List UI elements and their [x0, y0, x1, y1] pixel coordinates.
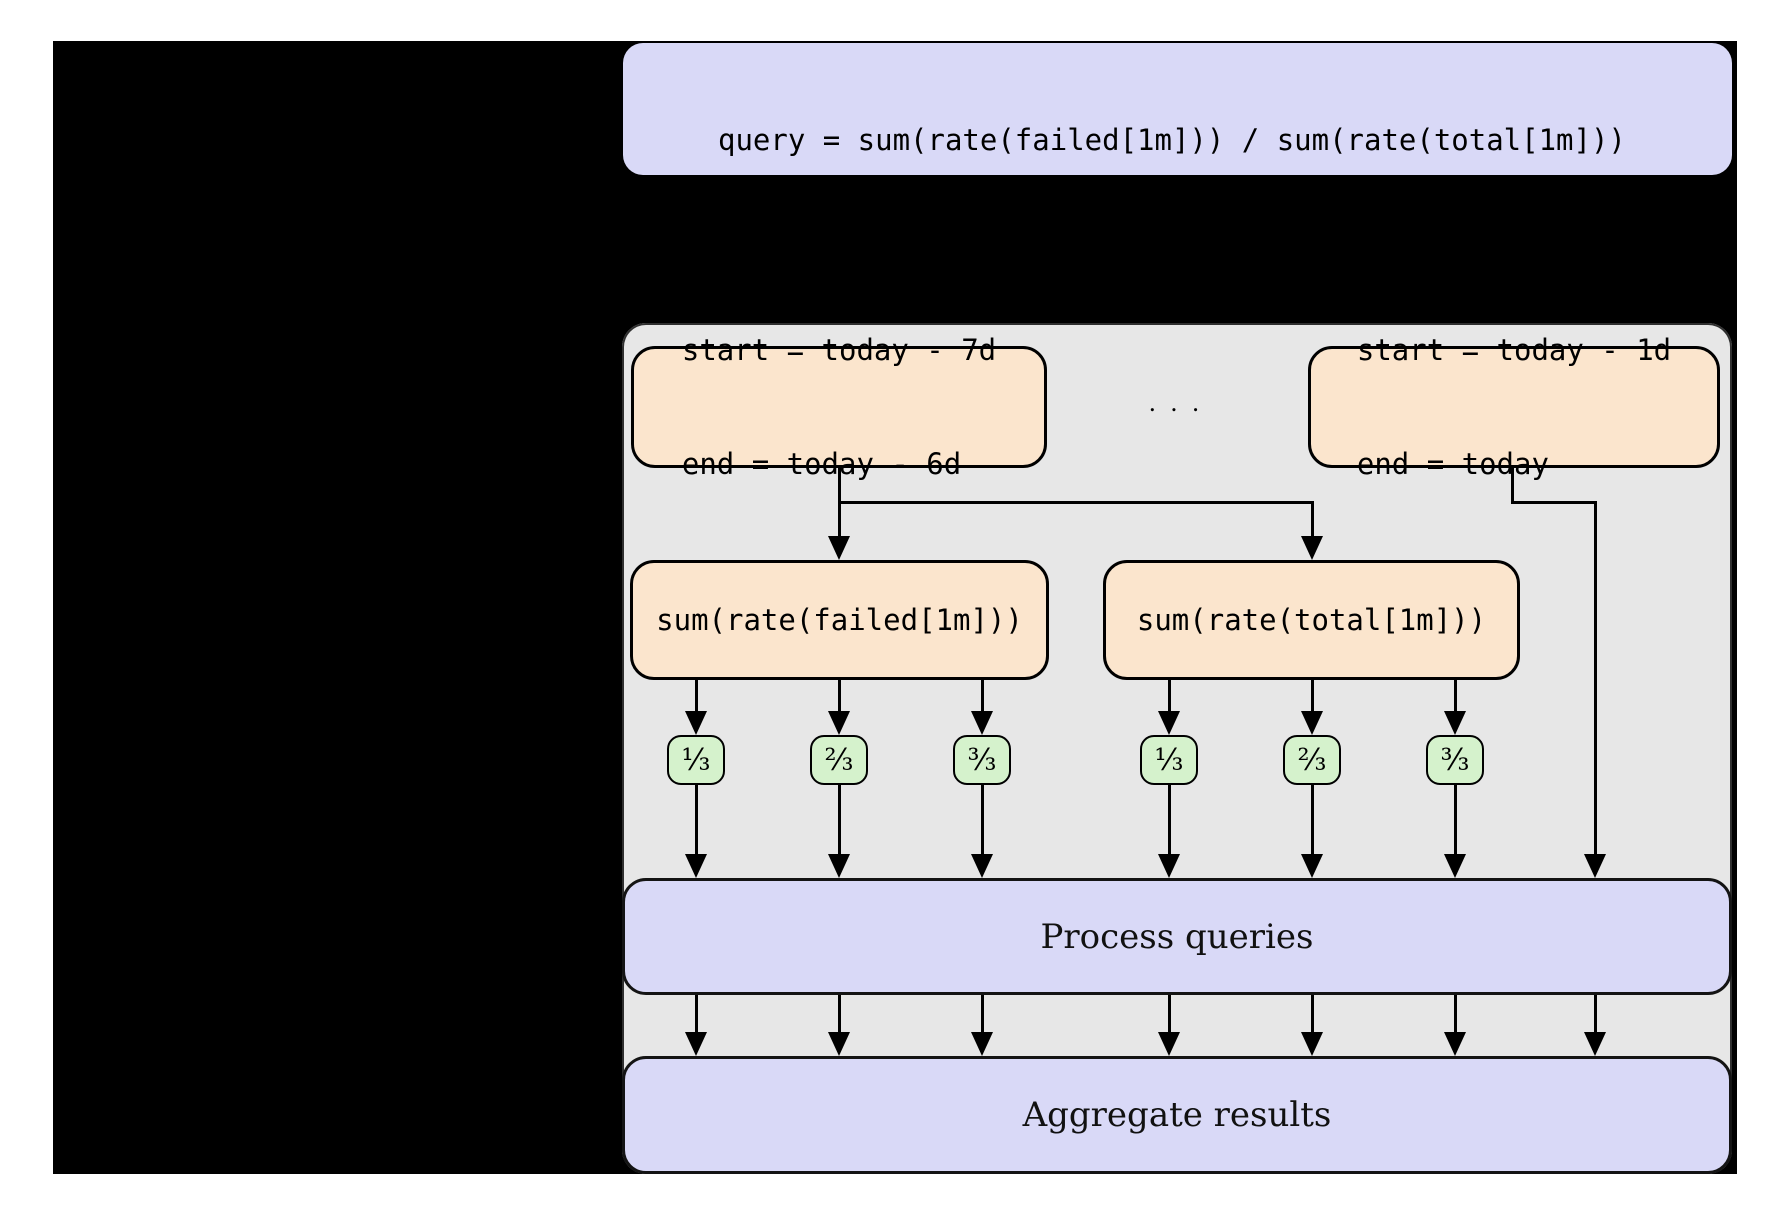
connector: [694, 680, 698, 716]
code-line-query: query = sum(rate(failed[1m])) / sum(rate…: [718, 123, 1626, 157]
shard-badge-failed-1: ¹⁄₃: [667, 735, 725, 785]
process-queries-label: Process queries: [1040, 916, 1314, 957]
arrowhead: [685, 711, 707, 735]
connector: [980, 785, 984, 857]
arrowhead: [1301, 711, 1323, 735]
connector: [1510, 500, 1597, 504]
code-line-start: start = today - 7d: [718, 228, 1033, 262]
sharded-query-failed-box: sum(rate(failed[1m])): [630, 560, 1049, 680]
shard-badge-label: ²⁄₃: [824, 742, 854, 778]
connector: [980, 680, 984, 716]
connector: [837, 995, 841, 1035]
split-shard-container: start = today - 7d end = today - 6d ... …: [622, 323, 1732, 1174]
arrowhead: [971, 711, 993, 735]
arrowhead: [1444, 1032, 1466, 1056]
arrowhead: [971, 854, 993, 878]
arrowhead: [1444, 854, 1466, 878]
connector: [1167, 995, 1171, 1035]
connector: [1510, 468, 1514, 504]
connector: [1453, 680, 1457, 716]
shard-badge-label: ¹⁄₃: [681, 742, 711, 778]
connector: [1310, 995, 1314, 1035]
interval-box-last: start = today - 1d end = today: [1308, 333, 1720, 481]
shard-badge-label: ²⁄₃: [1297, 742, 1327, 778]
shard-badge-failed-3: ³⁄₃: [953, 735, 1011, 785]
connector: [980, 995, 984, 1035]
arrowhead: [685, 1032, 707, 1056]
process-queries-bar: Process queries: [622, 878, 1732, 995]
connector: [1310, 502, 1314, 538]
sharded-query-total-label: sum(rate(total[1m])): [1136, 603, 1487, 637]
shard-badge-total-1: ¹⁄₃: [1140, 735, 1198, 785]
sharded-query-failed-label: sum(rate(failed[1m])): [656, 603, 1023, 637]
aggregate-results-label: Aggregate results: [1022, 1095, 1332, 1135]
arrowhead: [1301, 536, 1323, 560]
arrowhead: [1444, 711, 1466, 735]
sharded-query-total-box: sum(rate(total[1m])): [1103, 560, 1520, 680]
connector: [1593, 502, 1597, 857]
interval-last-start-line: start = today - 1d: [1356, 333, 1672, 367]
aggregate-results-bar: Aggregate results: [622, 1056, 1732, 1174]
connector: [1453, 785, 1457, 857]
arrowhead: [828, 711, 850, 735]
connector: [1593, 995, 1597, 1035]
arrowhead: [1158, 711, 1180, 735]
arrowhead: [1158, 854, 1180, 878]
arrowhead: [1584, 1032, 1606, 1056]
arrowhead: [828, 854, 850, 878]
arrowhead: [685, 854, 707, 878]
shard-badge-label: ³⁄₃: [967, 742, 997, 778]
connector: [837, 500, 1314, 504]
interval-first-start-line: start = today - 7d: [681, 333, 997, 367]
connector: [837, 680, 841, 716]
arrowhead: [1301, 1032, 1323, 1056]
arrowhead: [1301, 854, 1323, 878]
interval-last-end-line: end = today: [1356, 447, 1549, 481]
ellipsis: ...: [1148, 389, 1214, 417]
shard-badge-failed-2: ²⁄₃: [810, 735, 868, 785]
shard-badge-label: ³⁄₃: [1440, 742, 1470, 778]
connector: [694, 785, 698, 857]
arrowhead: [1584, 854, 1606, 878]
shard-badge-total-2: ²⁄₃: [1283, 735, 1341, 785]
arrowhead: [1158, 1032, 1180, 1056]
original-query-box: query = sum(rate(failed[1m])) / sum(rate…: [623, 43, 1732, 367]
connector: [694, 995, 698, 1035]
arrowhead: [971, 1032, 993, 1056]
connector: [1310, 785, 1314, 857]
connector: [1310, 680, 1314, 716]
shard-badge-label: ¹⁄₃: [1154, 742, 1184, 778]
arrowhead: [828, 536, 850, 560]
arrowhead: [828, 1032, 850, 1056]
interval-box-first: start = today - 7d end = today - 6d: [631, 333, 1047, 481]
connector: [1167, 680, 1171, 716]
interval-first-end-line: end = today - 6d: [681, 447, 962, 481]
connector: [837, 785, 841, 857]
connector: [1453, 995, 1457, 1035]
shard-badge-total-3: ³⁄₃: [1426, 735, 1484, 785]
connector: [1167, 785, 1171, 857]
